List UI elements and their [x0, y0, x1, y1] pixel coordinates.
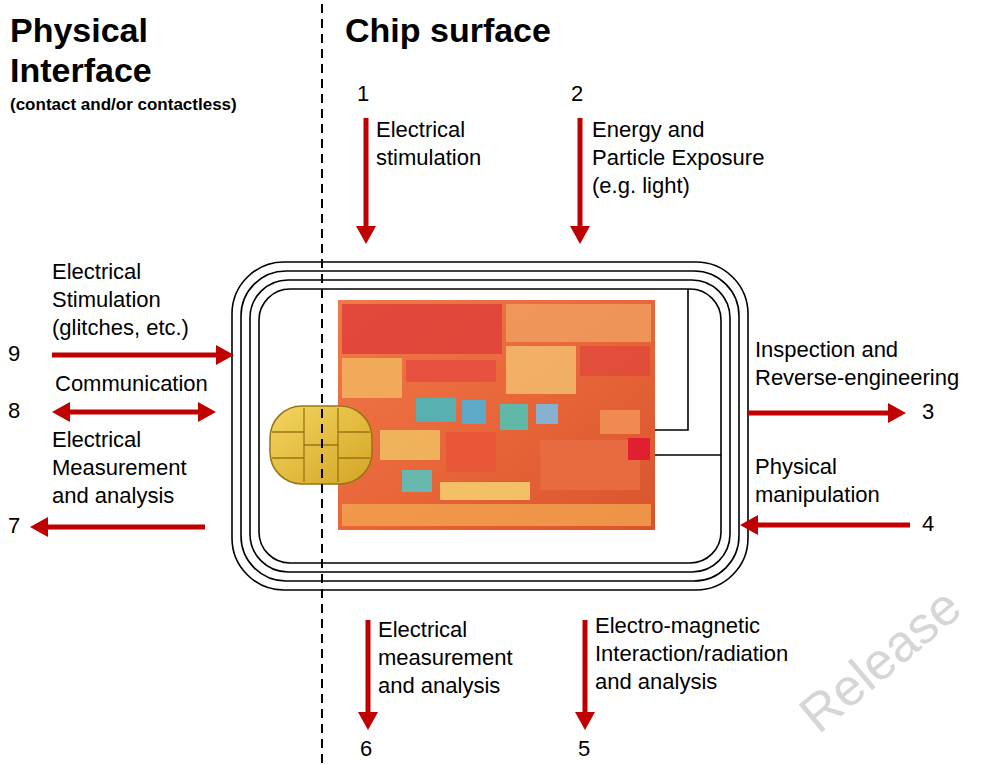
arrow-head [740, 515, 758, 535]
arrow-shaft [756, 523, 910, 528]
arrow-label-box: Inspection and Reverse-engineering [755, 336, 960, 392]
coil-loop [241, 271, 739, 581]
arrow-label-box: Electrical measurement and analysis [378, 616, 523, 700]
arrow-label: Electrical stimulation [376, 116, 496, 172]
coil-loop [232, 262, 748, 590]
die-block [536, 404, 558, 424]
coil-wire [655, 454, 721, 456]
callout-number-box: 5 [578, 737, 590, 761]
arrow-shaft [748, 411, 890, 416]
subheading: (contact and/or contactless) [10, 95, 237, 115]
arrow-shaft [68, 410, 200, 415]
callout-number: 4 [922, 512, 934, 536]
arrow-shaft [364, 118, 369, 228]
die-block [342, 504, 651, 526]
die-block [462, 400, 486, 424]
callout-number: 6 [360, 737, 372, 761]
callout-number: 7 [8, 514, 20, 538]
arrow-label: Inspection and Reverse-engineering [755, 336, 960, 392]
arrow-head [198, 402, 216, 422]
arrow-head [216, 345, 234, 365]
arrow-head [575, 712, 595, 730]
die-block [446, 432, 496, 472]
callout-number-box: 1 [357, 82, 369, 106]
arrow-label-box: Electrical stimulation [376, 116, 496, 172]
arrow-label: Electrical measurement and analysis [378, 616, 523, 700]
callout-number-box: 6 [360, 737, 372, 761]
arrow-label-box: Electrical Measurement and analysis [52, 426, 197, 510]
die-block [416, 398, 456, 422]
arrow-shaft [583, 620, 588, 714]
arrow-label: Electrical Measurement and analysis [52, 426, 197, 510]
heading-box: Physical Interface [10, 10, 170, 90]
arrow-label-box: Physical manipulation [755, 453, 890, 509]
die-block [342, 358, 402, 398]
antenna-coil [232, 262, 748, 590]
arrow-head [356, 226, 376, 244]
arrow-head [52, 402, 70, 422]
callout-number: 1 [357, 82, 369, 106]
arrow-shaft [578, 118, 583, 228]
arrow-shaft [46, 525, 205, 530]
arrow-label-box: Electro-magnetic Interaction/radiation a… [595, 612, 795, 696]
arrow-label: Communication [55, 370, 208, 398]
arrow-shaft [366, 620, 371, 714]
callout-number-box: 3 [922, 400, 934, 424]
die-block [380, 430, 440, 460]
arrow-head [888, 403, 906, 423]
die-block [628, 438, 650, 460]
separator-line [321, 4, 323, 765]
coil-loop [259, 289, 721, 563]
die-block [440, 482, 530, 500]
heading: Physical Interface [10, 10, 170, 90]
subheading-box: (contact and/or contactless) [10, 95, 237, 115]
die-block [600, 410, 640, 434]
arrow-head [30, 517, 48, 537]
callout-number-box: 9 [8, 342, 20, 366]
attack-arrows [30, 118, 910, 730]
heading-box: Chip surface [345, 10, 551, 50]
callout-number-box: 2 [571, 82, 583, 106]
die-block [500, 404, 528, 430]
arrow-head [358, 712, 378, 730]
die-block [506, 346, 576, 394]
coil-wire [655, 289, 688, 430]
die-block [342, 304, 502, 354]
callout-number: 2 [571, 82, 583, 106]
die-block [406, 360, 496, 382]
callout-number-box: 7 [8, 514, 20, 538]
callout-number-box: 4 [922, 512, 934, 536]
die-block [402, 470, 432, 492]
callout-number-box: 8 [8, 399, 20, 423]
callout-number: 5 [578, 737, 590, 761]
die-background [338, 300, 655, 530]
arrow-head [570, 226, 590, 244]
arrow-label-box: Energy and Particle Exposure (e.g. light… [592, 116, 774, 200]
die-block [506, 304, 651, 342]
die-block [540, 440, 640, 490]
watermark: Release [790, 579, 970, 741]
callout-number: 3 [922, 400, 934, 424]
arrow-label: Physical manipulation [755, 453, 890, 509]
heading: Chip surface [345, 10, 551, 50]
callout-number: 8 [8, 399, 20, 423]
arrow-label-box: Communication [55, 370, 208, 398]
arrow-label: Electro-magnetic Interaction/radiation a… [595, 612, 795, 696]
arrow-shaft [52, 353, 218, 358]
arrow-label: Electrical Stimulation (glitches, etc.) [52, 258, 212, 342]
arrow-label: Energy and Particle Exposure (e.g. light… [592, 116, 774, 200]
arrow-label-box: Electrical Stimulation (glitches, etc.) [52, 258, 212, 342]
chip-die [338, 300, 655, 530]
watermark-box: Release [790, 579, 970, 741]
die-block [580, 346, 650, 376]
callout-number: 9 [8, 342, 20, 366]
